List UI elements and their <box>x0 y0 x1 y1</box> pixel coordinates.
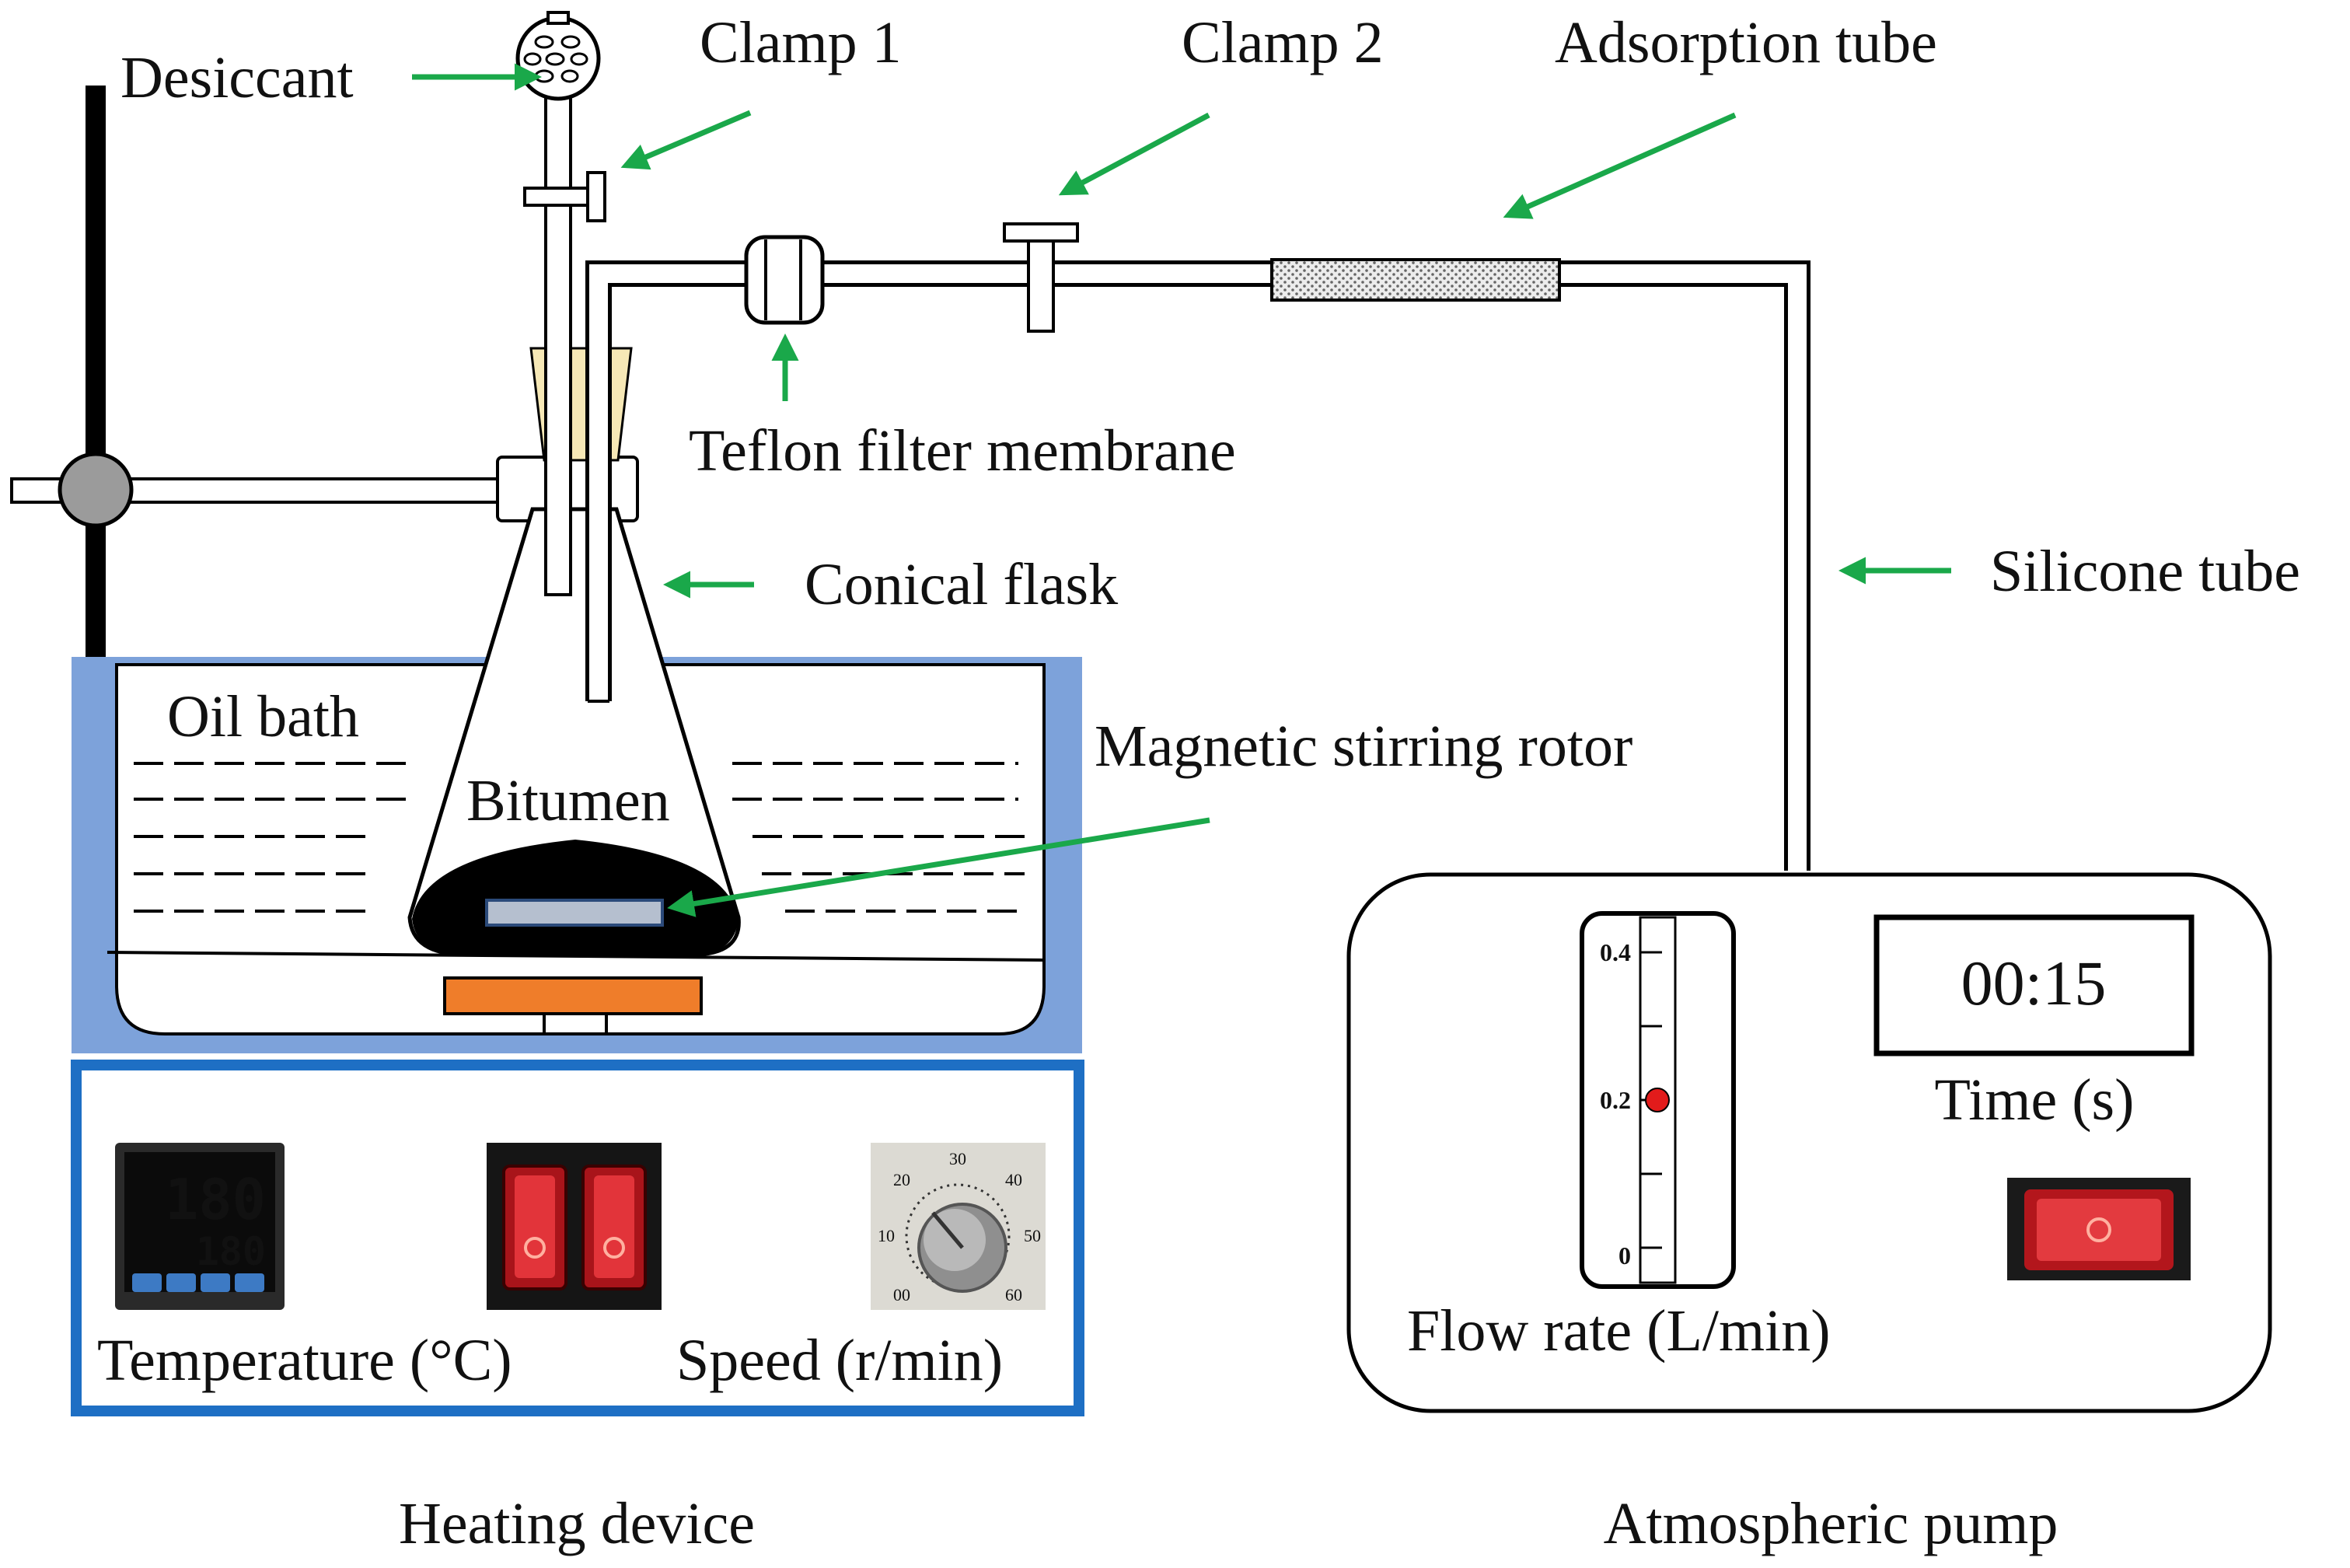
svg-text:60: 60 <box>1005 1285 1022 1304</box>
label-speed: Speed (r/min) <box>676 1328 1003 1393</box>
flow-indicator-ball <box>1645 1088 1670 1112</box>
timer-display: 00:15 <box>1873 914 2195 1056</box>
pump-power-switch[interactable] <box>2007 1178 2191 1280</box>
arrow-clamp2 <box>1058 112 1210 196</box>
heater-plate <box>443 976 703 1015</box>
oil-dashes-left <box>134 762 412 913</box>
temperature-controller[interactable]: 180 180 <box>115 1143 285 1310</box>
svg-text:50: 50 <box>1024 1226 1041 1245</box>
label-silicone-tube: Silicone tube <box>1990 539 2300 604</box>
label-magnetic-rotor: Magnetic stirring rotor <box>1095 714 1632 779</box>
rocker-switch-left[interactable] <box>502 1165 567 1290</box>
temp-sv-readout: 180 <box>196 1229 266 1274</box>
flow-meter: 0.4 0.2 0 <box>1580 911 1736 1289</box>
magnetic-rotor <box>485 899 664 927</box>
svg-text:30: 30 <box>949 1149 966 1168</box>
flow-tick-02: 0.2 <box>1600 1086 1631 1114</box>
pointer-arrows <box>412 63 1951 917</box>
label-teflon-filter: Teflon filter membrane <box>689 418 1236 484</box>
arrow-rotor <box>667 817 1210 917</box>
label-oil-bath: Oil bath <box>167 684 359 749</box>
arrow-clamp1 <box>620 110 752 170</box>
label-atmospheric-pump: Atmospheric pump <box>1604 1491 2058 1556</box>
svg-text:20: 20 <box>893 1170 910 1189</box>
labels: Desiccant Clamp 1 Clamp 2 Adsorption tub… <box>97 10 2300 1556</box>
speed-dial[interactable]: 20 30 40 10 50 00 60 <box>871 1143 1046 1310</box>
stand-rod <box>86 86 106 661</box>
label-conical-flask: Conical flask <box>805 552 1118 617</box>
label-temperature: Temperature (°C) <box>97 1328 512 1393</box>
label-desiccant: Desiccant <box>120 45 354 110</box>
stand-boss-head <box>58 452 134 528</box>
power-switches[interactable] <box>487 1143 662 1310</box>
timer-readout: 00:15 <box>1961 948 2107 1018</box>
outlet-tubing <box>585 222 1811 871</box>
label-time: Time (s) <box>1935 1067 2135 1133</box>
svg-text:00: 00 <box>893 1285 910 1304</box>
svg-text:10: 10 <box>878 1226 895 1245</box>
conical-flask <box>407 347 741 957</box>
clamp-2 <box>1003 222 1079 333</box>
label-clamp2: Clamp 2 <box>1182 10 1384 75</box>
flow-tick-04: 0.4 <box>1600 938 1631 966</box>
adsorption-tube <box>1270 258 1561 302</box>
label-bitumen: Bitumen <box>466 768 670 833</box>
arrow-adsorption <box>1503 112 1737 219</box>
atmospheric-pump: 0.4 0.2 0 00:15 <box>1346 872 2272 1413</box>
desiccant-tube <box>515 11 606 596</box>
teflon-filter <box>744 235 825 325</box>
rocker-switch-right[interactable] <box>581 1165 647 1290</box>
label-heating-device: Heating device <box>399 1491 755 1556</box>
inlet-tube <box>544 76 572 596</box>
clamp-1 <box>523 187 595 207</box>
label-adsorption-tube: Adsorption tube <box>1555 10 1937 75</box>
temp-pv-readout: 180 <box>165 1167 266 1232</box>
label-flow-rate: Flow rate (L/min) <box>1407 1298 1831 1364</box>
flow-tick-0: 0 <box>1618 1241 1631 1269</box>
heating-control-panel: 180 180 20 30 <box>71 1060 1084 1416</box>
svg-text:40: 40 <box>1005 1170 1022 1189</box>
label-clamp1: Clamp 1 <box>700 10 902 75</box>
